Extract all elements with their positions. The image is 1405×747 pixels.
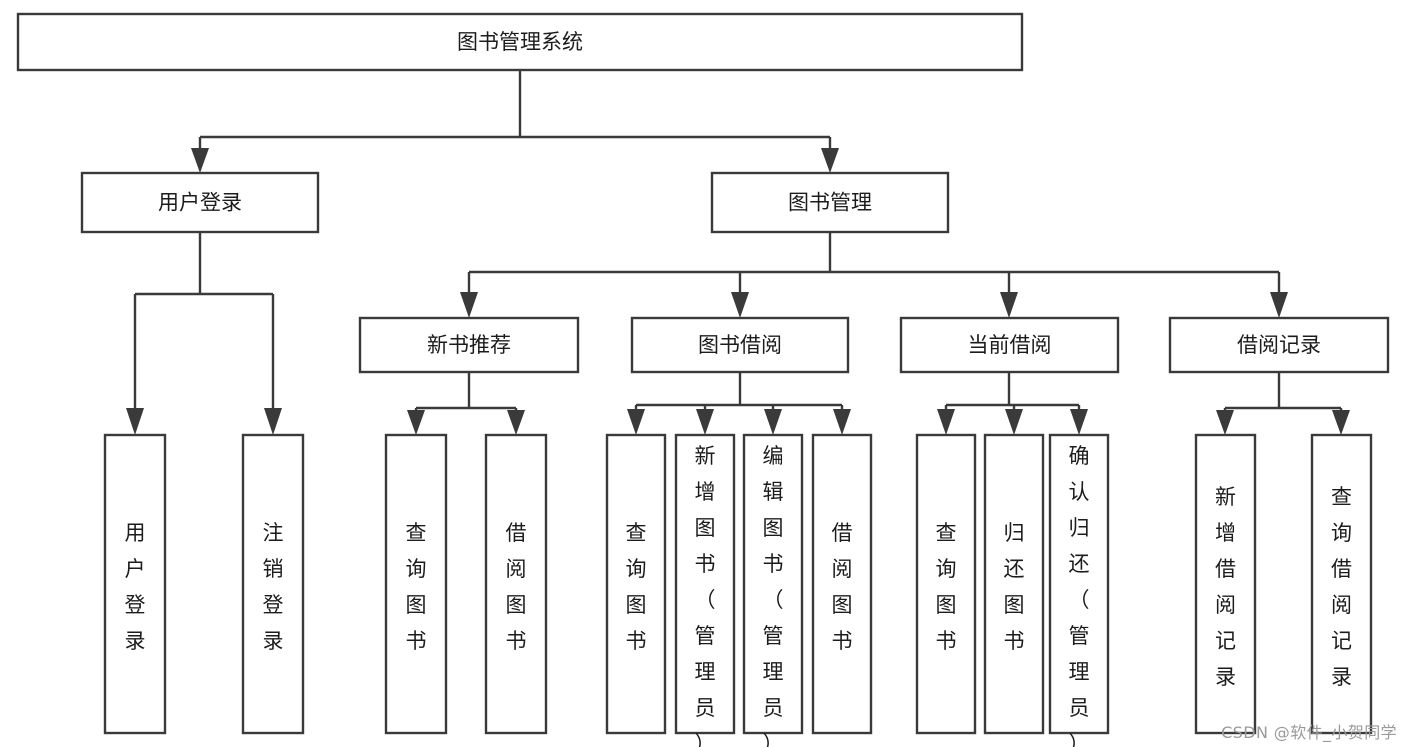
node-leaf-d2-label: 归还图书 xyxy=(1004,521,1025,653)
node-leaf-d1-label: 查询图书 xyxy=(936,521,957,653)
arrowhead-to-leaf-d3 xyxy=(1070,409,1088,435)
node-l2-2-box[interactable] xyxy=(710,171,950,234)
node-l3-3-box[interactable] xyxy=(899,316,1120,374)
edge-root-bus xyxy=(198,70,832,152)
node-leaf-a1[interactable]: 用户登录 xyxy=(103,433,167,735)
node-leaf-c4-label: 借阅图书 xyxy=(832,521,853,653)
node-leaf-d2-box[interactable] xyxy=(983,433,1045,735)
node-l2-1-label: 用户登录 xyxy=(158,191,242,215)
node-leaf-b2[interactable]: 借阅图书 xyxy=(484,433,548,735)
node-leaf-d3-box[interactable] xyxy=(1048,433,1110,735)
node-leaf-c3-box[interactable] xyxy=(742,433,804,735)
node-leaf-c2-box[interactable] xyxy=(674,433,736,735)
arrowhead-to-leaf-b1 xyxy=(407,410,425,435)
arrowhead-to-current-borrow xyxy=(1000,292,1018,318)
node-l3-1-label: 新书推荐 xyxy=(427,333,511,357)
arrowhead-to-borrow-record xyxy=(1270,292,1288,318)
arrowhead-to-leaf-d2 xyxy=(1005,409,1023,435)
node-leaf-d1-box[interactable] xyxy=(915,433,977,735)
arrowhead-to-leaf-c1 xyxy=(627,409,645,435)
arrowhead-to-leaf-b2 xyxy=(507,410,525,435)
edge-user-login-bus xyxy=(133,232,275,412)
arrowhead-to-book-borrow xyxy=(731,292,749,318)
node-leaf-a1-label: 用户登录 xyxy=(125,521,146,653)
node-root-box[interactable] xyxy=(16,12,1024,72)
arrowhead-to-new-book-recommend xyxy=(460,292,478,318)
node-leaf-c1[interactable]: 查询图书 xyxy=(605,433,667,735)
node-leaf-d3[interactable]: 确认归还（管理员） xyxy=(1048,433,1110,747)
node-leaf-e1[interactable]: 新增借阅记录 xyxy=(1194,433,1257,735)
node-root-label: 图书管理系统 xyxy=(457,30,583,54)
node-leaf-a2-label: 注销登录 xyxy=(263,521,284,653)
node-leaf-e1-label: 新增借阅记录 xyxy=(1215,485,1236,689)
arrowhead-to-leaf-e1 xyxy=(1216,410,1234,435)
node-leaf-b1-label: 查询图书 xyxy=(406,521,427,653)
arrowhead-to-leaf-d1 xyxy=(937,409,955,435)
node-leaf-c3-label: 编辑图书（管理员） xyxy=(763,444,784,747)
arrowhead-to-leaf-e2 xyxy=(1332,410,1350,435)
node-leaf-b2-label: 借阅图书 xyxy=(506,521,527,653)
arrowhead-to-leaf-a1 xyxy=(126,408,144,435)
node-leaf-d2[interactable]: 归还图书 xyxy=(983,433,1045,735)
node-l3-3[interactable]: 当前借阅 xyxy=(899,316,1120,374)
node-l2-2-label: 图书管理 xyxy=(788,191,872,215)
node-leaf-a2[interactable]: 注销登录 xyxy=(241,433,305,735)
edge-current-borrow-bus xyxy=(944,372,1081,412)
node-root[interactable]: 图书管理系统 xyxy=(16,12,1024,72)
node-leaf-d3-label: 确认归还（管理员） xyxy=(1069,444,1090,747)
node-leaf-a1-box[interactable] xyxy=(103,433,167,735)
arrowhead-root-to-user-login xyxy=(191,148,209,173)
edge-book-management-bus xyxy=(467,232,1281,296)
node-l3-2-label: 图书借阅 xyxy=(698,333,782,357)
watermark-text: CSDN @软件_小贺同学 xyxy=(1221,723,1397,742)
arrowhead-to-leaf-c3 xyxy=(764,409,782,435)
arrowhead-root-to-book-management xyxy=(821,148,839,173)
node-leaf-e2[interactable]: 查询借阅记录 xyxy=(1310,433,1373,735)
node-l2-2[interactable]: 图书管理 xyxy=(710,171,950,234)
edge-borrow-record-bus xyxy=(1223,372,1343,414)
node-leaf-c3[interactable]: 编辑图书（管理员） xyxy=(742,433,804,747)
arrowhead-to-leaf-c2 xyxy=(696,409,714,435)
node-leaf-b1-box[interactable] xyxy=(384,433,448,735)
node-l3-2[interactable]: 图书借阅 xyxy=(630,316,850,374)
node-layer: 图书管理系统用户登录图书管理新书推荐图书借阅当前借阅借阅记录用户登录注销登录查询… xyxy=(16,12,1390,747)
edge-new-book-recommend-bus xyxy=(414,372,518,414)
node-leaf-c1-box[interactable] xyxy=(605,433,667,735)
arrowhead-to-leaf-c4 xyxy=(833,409,851,435)
node-leaf-d1[interactable]: 查询图书 xyxy=(915,433,977,735)
node-leaf-b2-box[interactable] xyxy=(484,433,548,735)
node-leaf-c2[interactable]: 新增图书（管理员） xyxy=(674,433,736,747)
node-l2-1-box[interactable] xyxy=(80,171,320,234)
node-l3-1-box[interactable] xyxy=(358,316,580,374)
node-l2-1[interactable]: 用户登录 xyxy=(80,171,320,234)
node-leaf-c4-box[interactable] xyxy=(811,433,873,735)
arrowhead-to-leaf-a2 xyxy=(264,408,282,435)
node-leaf-e2-box[interactable] xyxy=(1310,433,1373,735)
node-l3-3-label: 当前借阅 xyxy=(968,333,1052,357)
node-leaf-e1-box[interactable] xyxy=(1194,433,1257,735)
node-leaf-c2-label: 新增图书（管理员） xyxy=(695,444,716,747)
node-leaf-a2-box[interactable] xyxy=(241,433,305,735)
node-l3-4[interactable]: 借阅记录 xyxy=(1168,316,1390,374)
node-leaf-c4[interactable]: 借阅图书 xyxy=(811,433,873,735)
node-l3-4-label: 借阅记录 xyxy=(1237,333,1321,357)
node-leaf-c1-label: 查询图书 xyxy=(626,521,647,653)
node-l3-4-box[interactable] xyxy=(1168,316,1390,374)
node-l3-1[interactable]: 新书推荐 xyxy=(358,316,580,374)
node-leaf-b1[interactable]: 查询图书 xyxy=(384,433,448,735)
node-leaf-e2-label: 查询借阅记录 xyxy=(1331,485,1352,689)
edge-book-borrow-bus xyxy=(634,372,844,412)
node-l3-2-box[interactable] xyxy=(630,316,850,374)
connector-layer xyxy=(126,70,1350,435)
